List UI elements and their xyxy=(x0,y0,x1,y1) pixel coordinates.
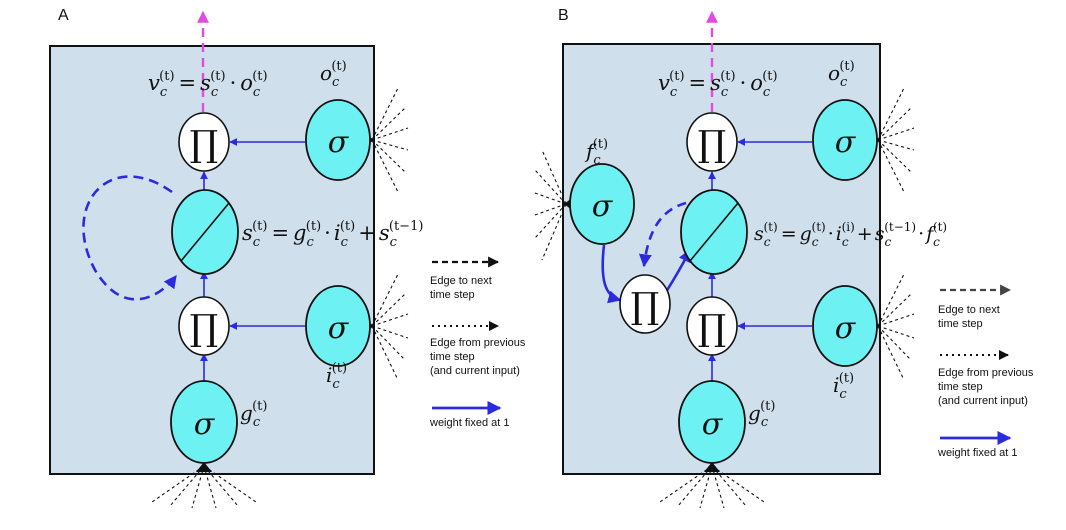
legend-next-step-line2: time step xyxy=(430,289,475,301)
input-node: σ xyxy=(170,380,238,464)
gate-g-input-tip xyxy=(704,462,720,472)
cell-recurrence-loop xyxy=(82,175,178,301)
cell-state-node xyxy=(171,189,239,275)
input-gate-label: ic(t) xyxy=(326,361,347,392)
sigma-symbol: σ xyxy=(328,311,350,346)
legend-b: Edge to next time step Edge from previou… xyxy=(937,284,1034,459)
sigma-symbol: σ xyxy=(702,407,724,442)
legend-next-step-line1: Edge to next xyxy=(430,275,492,287)
legend-fixed-weight: weight fixed at 1 xyxy=(429,417,510,429)
forget-to-mult-edge xyxy=(601,244,622,304)
panel-a: A xyxy=(49,7,423,509)
cell-diagonal-line xyxy=(689,202,739,262)
input-gate-node: σ xyxy=(812,285,878,367)
legend-prev-step-line3: (and current input) xyxy=(430,365,520,377)
gate-g-input-tip xyxy=(196,462,212,472)
input-multiply-node: ∏ xyxy=(178,296,230,356)
product-symbol: ∏ xyxy=(698,308,727,349)
input-multiply-node: ∏ xyxy=(686,296,738,356)
gate-o-input-fan xyxy=(371,87,409,193)
input-node-label: gc(t) xyxy=(240,399,267,430)
legend-next-step-line2: time step xyxy=(938,318,983,330)
legend-next-step-line1: Edge to next xyxy=(938,304,1000,316)
forget-multiply-node: ∏ xyxy=(619,274,671,334)
sigma-symbol: σ xyxy=(592,189,614,224)
legend-prev-step-line2: time step xyxy=(938,381,983,393)
input-gate-label: ic(t) xyxy=(833,371,854,402)
input-node-label: gc(t) xyxy=(748,399,775,430)
gate-g-input-fan xyxy=(659,465,765,509)
forget-gate-node: σ xyxy=(569,163,635,245)
output-gate-node: σ xyxy=(305,99,371,181)
output-gate-label: oc(t) xyxy=(828,59,855,90)
sigma-symbol: σ xyxy=(194,407,216,442)
product-symbol: ∏ xyxy=(698,124,727,165)
cell-state-equation: sc(t)=gc(t)·ic(i)+sc(t−1)·fc(t) xyxy=(754,220,947,249)
legend-a: Edge to next time step Edge from previou… xyxy=(429,256,526,429)
sigma-symbol: σ xyxy=(835,125,857,160)
cell-to-forget-mult-edge xyxy=(638,201,687,268)
gate-o-input-fan xyxy=(877,87,915,193)
product-symbol: ∏ xyxy=(631,286,660,327)
gate-i-input-fan xyxy=(877,273,915,381)
output-gate-node: σ xyxy=(812,99,878,181)
output-gate-label: oc(t) xyxy=(320,59,347,90)
panel-b: B xyxy=(531,7,947,509)
legend-fixed-weight: weight fixed at 1 xyxy=(937,447,1018,459)
legend-prev-step-line2: time step xyxy=(430,351,475,363)
output-equation: vc(t)=sc(t)·oc(t) xyxy=(148,69,268,100)
cell-state-equation: sc(t)=gc(t)·ic(t)+sc(t−1) xyxy=(242,219,423,250)
input-node: σ xyxy=(678,380,746,464)
product-symbol: ∏ xyxy=(190,308,219,349)
output-multiply-node: ∏ xyxy=(178,112,230,172)
panel-a-label: A xyxy=(58,7,69,24)
legend-prev-step-line1: Edge from previous xyxy=(938,367,1034,379)
input-gate-node: σ xyxy=(305,285,371,367)
output-multiply-node: ∏ xyxy=(686,112,738,172)
gate-g-input-fan xyxy=(151,465,257,509)
gate-f-input-fan xyxy=(531,149,567,261)
product-symbol: ∏ xyxy=(190,124,219,165)
output-equation: vc(t)=sc(t)·oc(t) xyxy=(658,69,778,100)
sigma-symbol: σ xyxy=(328,125,350,160)
legend-prev-step-line1: Edge from previous xyxy=(430,337,526,349)
panel-b-label: B xyxy=(558,7,569,24)
cell-state-node xyxy=(680,189,748,275)
cell-diagonal-line xyxy=(180,202,230,262)
forget-gate-label: fc(t) xyxy=(584,137,608,168)
sigma-symbol: σ xyxy=(835,311,857,346)
gate-i-input-fan xyxy=(371,273,409,381)
legend-prev-step-line3: (and current input) xyxy=(938,395,1028,407)
